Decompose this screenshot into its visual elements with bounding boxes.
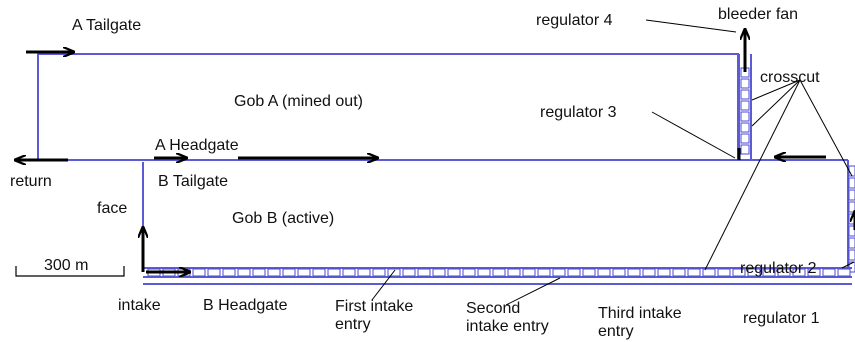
pillar-block: [282, 268, 296, 277]
crosscut-leader-2: [751, 79, 801, 127]
b-tailgate-label: B Tailgate: [158, 173, 228, 190]
gob-a-label: Gob A (mined out): [234, 93, 363, 110]
pillar-block: [687, 268, 701, 277]
pillar-block: [848, 201, 855, 213]
pillar-block: [417, 268, 431, 277]
pillar-block: [642, 268, 656, 277]
regulator-4-leader: [645, 19, 737, 33]
pillar-block: [848, 249, 855, 261]
pillar-block: [837, 268, 851, 277]
pillar-block: [597, 268, 611, 277]
pillar-block: [507, 268, 521, 277]
gob-b-label: Gob B (active): [232, 210, 334, 227]
pillar-block: [582, 268, 596, 277]
pillar-block: [312, 268, 326, 277]
pillar-block: [192, 268, 206, 277]
regulator-3-label: regulator 3: [540, 104, 617, 121]
pillar-block: [848, 165, 855, 177]
crosscut-leader-3: [799, 79, 853, 177]
pillar-block: [740, 100, 750, 111]
regulator-1-label: regulator 1: [743, 310, 820, 327]
pillar-block: [740, 111, 750, 122]
pillar-block: [792, 268, 806, 277]
pillar-block: [207, 268, 221, 277]
pillar-block: [297, 268, 311, 277]
pillar-block: [822, 268, 836, 277]
pillar-block: [740, 144, 750, 155]
pillar-block: [327, 268, 341, 277]
second-intake-entry-label: Second intake entry: [466, 300, 549, 335]
pillar-block: [537, 268, 551, 277]
pillar-block: [740, 133, 750, 144]
first-intake-entry-line-1: First intake: [335, 298, 413, 315]
a-headgate-label: A Headgate: [155, 137, 239, 154]
regulator-2-leader: [841, 261, 855, 269]
pillar-block: [848, 177, 855, 189]
b-headgate-label: B Headgate: [203, 297, 288, 314]
gob-a-outline: [37, 53, 739, 160]
pillar-block: [807, 268, 821, 277]
pillar-block: [777, 268, 791, 277]
first-intake-entry-label: First intake entry: [335, 298, 418, 333]
first-intake-entry-line-2: entry: [335, 316, 371, 333]
intake-label: intake: [118, 297, 161, 314]
pillar-block: [492, 268, 506, 277]
pillar-block: [848, 189, 855, 201]
a-tailgate-label: A Tailgate: [72, 17, 141, 34]
pillar-block: [612, 268, 626, 277]
pillar-block: [762, 268, 776, 277]
crosscut-leader-4: [704, 79, 801, 271]
regulator-2-label: regulator 2: [740, 260, 817, 277]
pillar-block: [702, 268, 716, 277]
pillar-block: [552, 268, 566, 277]
third-intake-entry-label: Third intake entry: [598, 305, 686, 340]
bleeder-crosscut-blocks: [740, 67, 750, 155]
third-intake-entry-line-2: entry: [598, 323, 634, 340]
second-intake-entry-line-2: intake entry: [466, 318, 549, 335]
pillar-block: [740, 122, 750, 133]
pillar-block: [740, 78, 750, 89]
pillar-block: [740, 89, 750, 100]
pillar-block: [672, 268, 686, 277]
pillar-block: [567, 268, 581, 277]
pillar-block: [657, 268, 671, 277]
first-intake-entry-leader: [371, 269, 396, 301]
pillar-block: [342, 268, 356, 277]
face-label: face: [97, 200, 127, 217]
pillar-block: [357, 268, 371, 277]
pillar-block: [387, 268, 401, 277]
pillar-block: [747, 268, 761, 277]
crosscut-label: crosscut: [760, 69, 820, 86]
regulator-3-leader: [651, 111, 736, 159]
pillar-block: [447, 268, 461, 277]
second-intake-entry-leader: [505, 277, 561, 306]
pillar-block: [848, 225, 855, 237]
pillar-block: [848, 237, 855, 249]
return-label: return: [10, 173, 52, 190]
scale-bar-label: 300 m: [44, 257, 88, 274]
pillar-block: [522, 268, 536, 277]
pillar-block: [477, 268, 491, 277]
pillar-block: [402, 268, 416, 277]
pillar-block: [372, 268, 386, 277]
pillar-block: [627, 268, 641, 277]
pillar-block: [717, 268, 731, 277]
pillar-block: [732, 268, 746, 277]
third-intake-entry-line-1: Third intake: [598, 305, 682, 322]
second-intake-entry-line-1: Second: [466, 300, 520, 317]
scale-bar: [15, 266, 125, 277]
regulator-4-label: regulator 4: [536, 12, 613, 29]
crosscut-leader-1: [751, 79, 801, 101]
pillar-block: [462, 268, 476, 277]
pillar-block: [432, 268, 446, 277]
pillar-block: [252, 268, 266, 277]
pillar-block: [237, 268, 251, 277]
bleeder-fan-label: bleeder fan: [718, 6, 798, 23]
pillar-block: [267, 268, 281, 277]
pillar-block: [222, 268, 236, 277]
